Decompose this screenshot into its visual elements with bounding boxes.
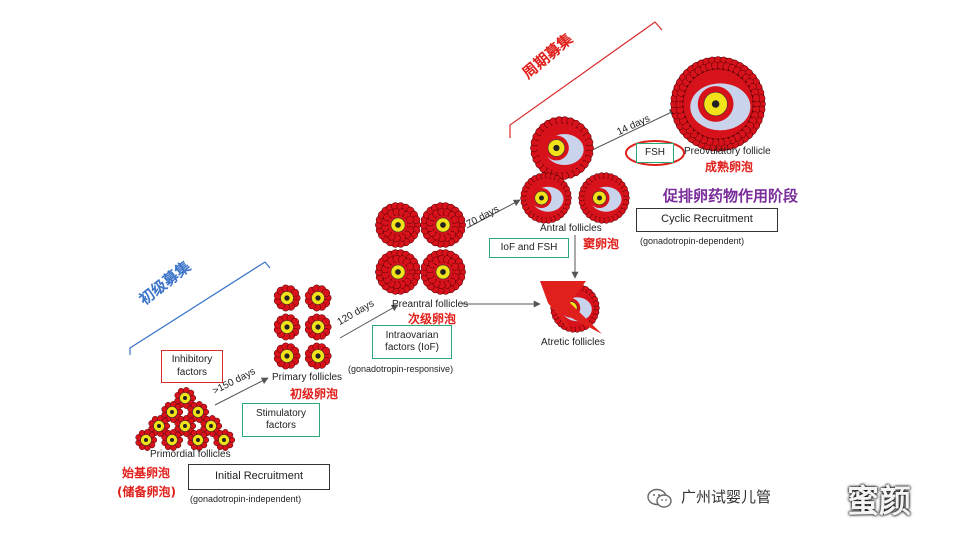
- preantral-follicle: [420, 249, 466, 295]
- primordial-follicle: [135, 429, 158, 451]
- arrow-primordial-to-primary: [214, 377, 269, 406]
- initial-recruitment-box: Initial Recruitment: [188, 464, 330, 490]
- label-atretic: Atretic follicles: [541, 337, 605, 348]
- label-primordial-cn: 始基卵泡: [122, 466, 171, 480]
- initial-recruitment-bracket: [129, 261, 271, 355]
- fsh-highlight-ellipse: [625, 140, 685, 166]
- preantral-follicle: [375, 249, 421, 295]
- label-preovulatory-cn: 成熟卵泡: [705, 160, 754, 174]
- primary-follicle: [304, 284, 332, 312]
- label-ovulation-stage-cn: 促排卵药物作用阶段: [663, 187, 799, 205]
- inhibitory-factors-box: Inhibitory factors: [161, 350, 223, 383]
- label-preovulatory: Preovulatory follicle: [684, 146, 771, 157]
- primary-follicle: [273, 284, 301, 312]
- label-antral: Antral follicles: [540, 223, 602, 234]
- primordial-follicle: [148, 415, 171, 437]
- primordial-follicle: [161, 401, 184, 423]
- label-preantral: Preantral follicles: [392, 299, 469, 310]
- label-antral-cn: 窦卵泡: [583, 237, 620, 251]
- primary-follicle: [304, 313, 332, 341]
- lightning-bolt-icon: [540, 281, 602, 334]
- label-primary: Primary follicles: [272, 372, 343, 383]
- preovulatory-follicle: [670, 56, 766, 152]
- antral-follicle-large: [530, 116, 594, 180]
- note-gonadotropin-responsive: (gonadotropin-responsive): [348, 364, 454, 374]
- arrow-preantral-to-antral: [466, 199, 521, 229]
- watermark: 广州试婴儿管 蜜颜: [647, 480, 960, 540]
- label-preantral-cn: 次级卵泡: [408, 312, 457, 326]
- arrow-antral-to-preovulatory: [587, 109, 677, 153]
- arrow-primary-to-preantral: [339, 304, 399, 339]
- iof-fsh-box: IoF and FSH: [489, 238, 569, 258]
- stimulatory-factors-box: Stimulatory factors: [242, 403, 320, 437]
- preantral-follicle: [420, 202, 466, 248]
- primordial-follicle: [174, 387, 197, 409]
- primordial-follicle: [213, 429, 236, 451]
- fsh-box: FSH: [636, 143, 674, 163]
- label-primordial: Primordial follicles: [150, 449, 231, 460]
- cyclic-recruitment-bracket: [509, 21, 663, 138]
- primary-follicle: [273, 342, 301, 370]
- preantral-follicle: [375, 202, 421, 248]
- antral-follicle: [578, 172, 630, 224]
- wechat-icon: [647, 488, 672, 508]
- cyclic-recruitment-box: Cyclic Recruitment: [636, 208, 778, 232]
- note-gonadotropin-independent: (gonadotropin-independent): [190, 494, 302, 504]
- primordial-follicle: [161, 429, 184, 451]
- progression-arrows: [214, 109, 677, 406]
- primordial-follicle: [187, 429, 210, 451]
- primary-follicle: [273, 313, 301, 341]
- intraovarian-factors-box: Intraovarian factors (IoF): [372, 325, 452, 359]
- label-primary-cn: 初级卵泡: [290, 387, 339, 401]
- watermark-stamp: 蜜颜: [847, 482, 912, 520]
- watermark-account-name: 广州试婴儿管: [681, 488, 772, 506]
- label-primordial-cn-reserve: (储备卵泡): [117, 485, 176, 499]
- primary-follicle: [304, 342, 332, 370]
- antral-follicle: [520, 172, 572, 224]
- note-gonadotropin-dependent: (gonadotropin-dependent): [640, 236, 745, 246]
